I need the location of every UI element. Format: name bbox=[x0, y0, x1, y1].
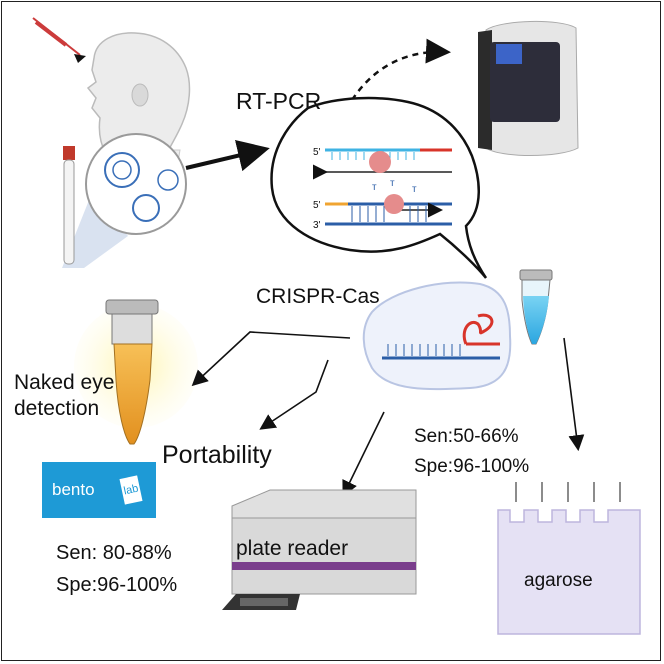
blue-tube bbox=[519, 269, 553, 345]
virus-magnifier bbox=[62, 133, 187, 268]
main-arrow bbox=[185, 139, 270, 172]
svg-text:ᴛ: ᴛ bbox=[412, 184, 417, 195]
rtpcr-label: RT-PCR bbox=[236, 88, 322, 114]
left-specificity: Spe:96-100% bbox=[56, 574, 178, 596]
bento-logo-word: bento bbox=[52, 480, 95, 499]
crispr-complex bbox=[382, 313, 500, 360]
agarose-gel bbox=[497, 482, 641, 635]
sample-tube bbox=[63, 146, 75, 265]
orange-tube bbox=[74, 299, 198, 445]
naked-eye-label: Naked eye detection bbox=[14, 371, 115, 420]
crispr-label: CRISPR-Cas bbox=[256, 285, 380, 308]
left-sensitivity: Sen: 80-88% bbox=[56, 542, 172, 564]
strand-label-5b: 5' bbox=[313, 200, 321, 211]
dashed-arrow bbox=[350, 38, 451, 101]
right-specificity: Spe:96-100% bbox=[414, 456, 530, 477]
agarose-label: agarose bbox=[524, 570, 593, 591]
pcr-machine bbox=[478, 21, 579, 156]
rtpcr-bubble bbox=[270, 96, 488, 279]
plate-reader-label: plate reader bbox=[236, 537, 349, 560]
crispr-blob bbox=[362, 281, 512, 391]
portability-label: Portability bbox=[162, 441, 272, 469]
pcr-strands: ᴛ ᴛ ᴛ 5' 3' 5' 3' bbox=[313, 147, 452, 231]
strand-label-5a: 5' bbox=[313, 147, 321, 158]
plate-reader bbox=[222, 489, 417, 610]
strand-label-3a: 3' bbox=[313, 168, 321, 179]
svg-text:ᴛ: ᴛ bbox=[390, 178, 395, 189]
bento-lab-logo: bento lab bbox=[42, 462, 156, 518]
swab bbox=[32, 17, 86, 63]
svg-text:ᴛ: ᴛ bbox=[372, 182, 377, 193]
left-metrics: Sen: 80-88% Spe:96-100% bbox=[56, 537, 177, 601]
crispr-arrows bbox=[191, 331, 585, 497]
right-metrics: Sen:50-66% Spe:96-100% bbox=[414, 422, 529, 482]
virus-icon bbox=[104, 152, 179, 222]
strand-label-3b: 3' bbox=[313, 220, 321, 231]
right-sensitivity: Sen:50-66% bbox=[414, 426, 519, 447]
bento-logo-lab: lab bbox=[119, 475, 143, 505]
